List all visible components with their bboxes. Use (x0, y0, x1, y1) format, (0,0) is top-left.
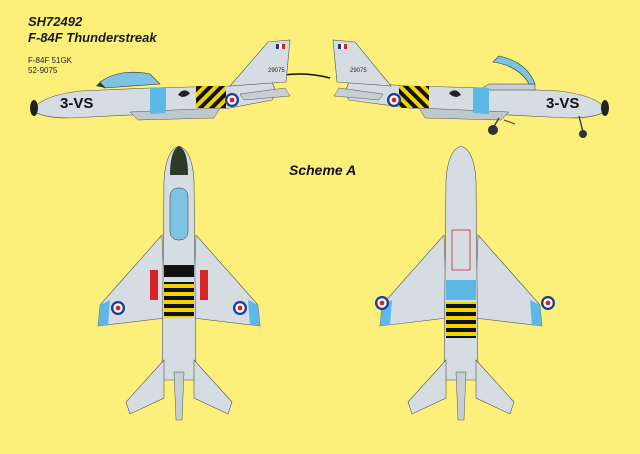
left-tail-serial: 29075 (268, 68, 285, 74)
left-side-profile (30, 39, 291, 121)
left-code: 3-VS (60, 95, 93, 112)
unit-label: F-84F 51GK (28, 56, 73, 65)
top-view (97, 145, 261, 421)
bottom-view (375, 145, 555, 421)
right-side-profile (332, 39, 609, 138)
scheme-label: Scheme A (289, 162, 357, 178)
kit-code: SH72492 (28, 14, 83, 29)
aircraft-name: F-84F Thunderstreak (28, 30, 157, 45)
serial-label: 52-9075 (28, 66, 58, 75)
right-tail-serial: 29075 (350, 68, 367, 74)
right-code: 3-VS (546, 95, 579, 112)
